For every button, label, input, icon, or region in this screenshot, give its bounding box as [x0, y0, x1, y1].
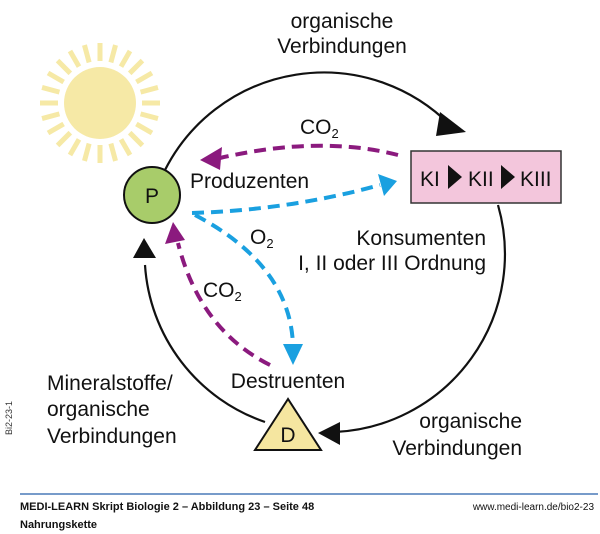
consumer-k2: KII	[468, 168, 494, 191]
producer-symbol: P	[145, 185, 159, 208]
sun-ray	[127, 130, 145, 148]
sun-ray	[82, 142, 92, 162]
sun-ray	[127, 58, 145, 76]
sun-ray	[55, 58, 73, 76]
sun-disc	[64, 67, 136, 139]
cycle-arc-top	[164, 71, 451, 171]
decomposer-symbol: D	[280, 424, 295, 447]
sun-ray	[135, 70, 154, 85]
sun-ray	[108, 142, 118, 162]
top-label-2: Verbindungen	[277, 35, 407, 58]
footer-caption: Nahrungskette	[20, 519, 98, 531]
co2-arrowhead-left	[165, 222, 185, 244]
sun-ray	[82, 44, 92, 64]
left-label-3: Verbindungen	[47, 425, 177, 448]
o2-arrowhead-decomposer	[283, 344, 303, 365]
arrow-head-top	[436, 112, 466, 136]
consumer-k1: KI	[420, 168, 440, 191]
sun-ray	[118, 138, 133, 157]
top-label-1: organische	[291, 10, 394, 33]
consumers-box	[410, 150, 562, 204]
arrow-head-left	[133, 238, 156, 258]
arrow-head-bottom	[318, 422, 340, 445]
o2-label: O2	[250, 226, 274, 251]
co2-arrow-top	[219, 143, 399, 160]
sun-ray	[108, 44, 118, 64]
o2-arrowhead-consumers	[378, 174, 397, 196]
sun-ray	[46, 121, 65, 136]
sun-icon	[40, 43, 160, 163]
o2-arrow-consumers	[191, 183, 381, 215]
sun-ray	[135, 121, 154, 136]
co2-top-label: CO2	[300, 116, 339, 141]
bottom-right-label-2: Verbindungen	[392, 437, 522, 460]
decomposer-node	[253, 397, 323, 451]
sun-ray	[67, 49, 82, 68]
triangle-arrow-icon	[501, 165, 515, 189]
footer-url[interactable]: www.medi-learn.de/bio2-23	[472, 502, 594, 513]
footer-title: MEDI-LEARN Skript Biologie 2 – Abbildung…	[20, 501, 315, 513]
producer-label: Produzenten	[190, 170, 309, 193]
decomposer-label: Destruenten	[231, 370, 345, 393]
triangle-arrow-icon	[448, 165, 462, 189]
consumers-label-1: Konsumenten	[356, 227, 486, 250]
sun-ray	[41, 85, 61, 95]
producer-node	[123, 166, 181, 224]
co2-left-label: CO2	[203, 279, 242, 304]
sun-ray	[41, 111, 61, 121]
consumer-k3: KIII	[520, 168, 552, 191]
co2-arrow-left	[176, 242, 271, 367]
bottom-right-label-1: organische	[419, 410, 522, 433]
cycle-arc-left	[143, 264, 266, 424]
side-code: Bi2-23-1	[4, 401, 14, 435]
sun-ray	[118, 49, 133, 68]
o2-arrow-decomposer	[194, 213, 295, 346]
consumers-label-2: I, II oder III Ordnung	[298, 252, 486, 275]
sun-ray	[46, 70, 65, 85]
sun-ray	[67, 138, 82, 157]
sun-ray	[139, 111, 159, 121]
cycle-arc-right	[334, 204, 506, 434]
sun-ray	[55, 130, 73, 148]
left-label-1: Mineralstoffe/	[47, 372, 173, 395]
left-label-2: organische	[47, 398, 150, 421]
sun-ray	[139, 85, 159, 95]
co2-arrowhead-top	[200, 147, 222, 170]
